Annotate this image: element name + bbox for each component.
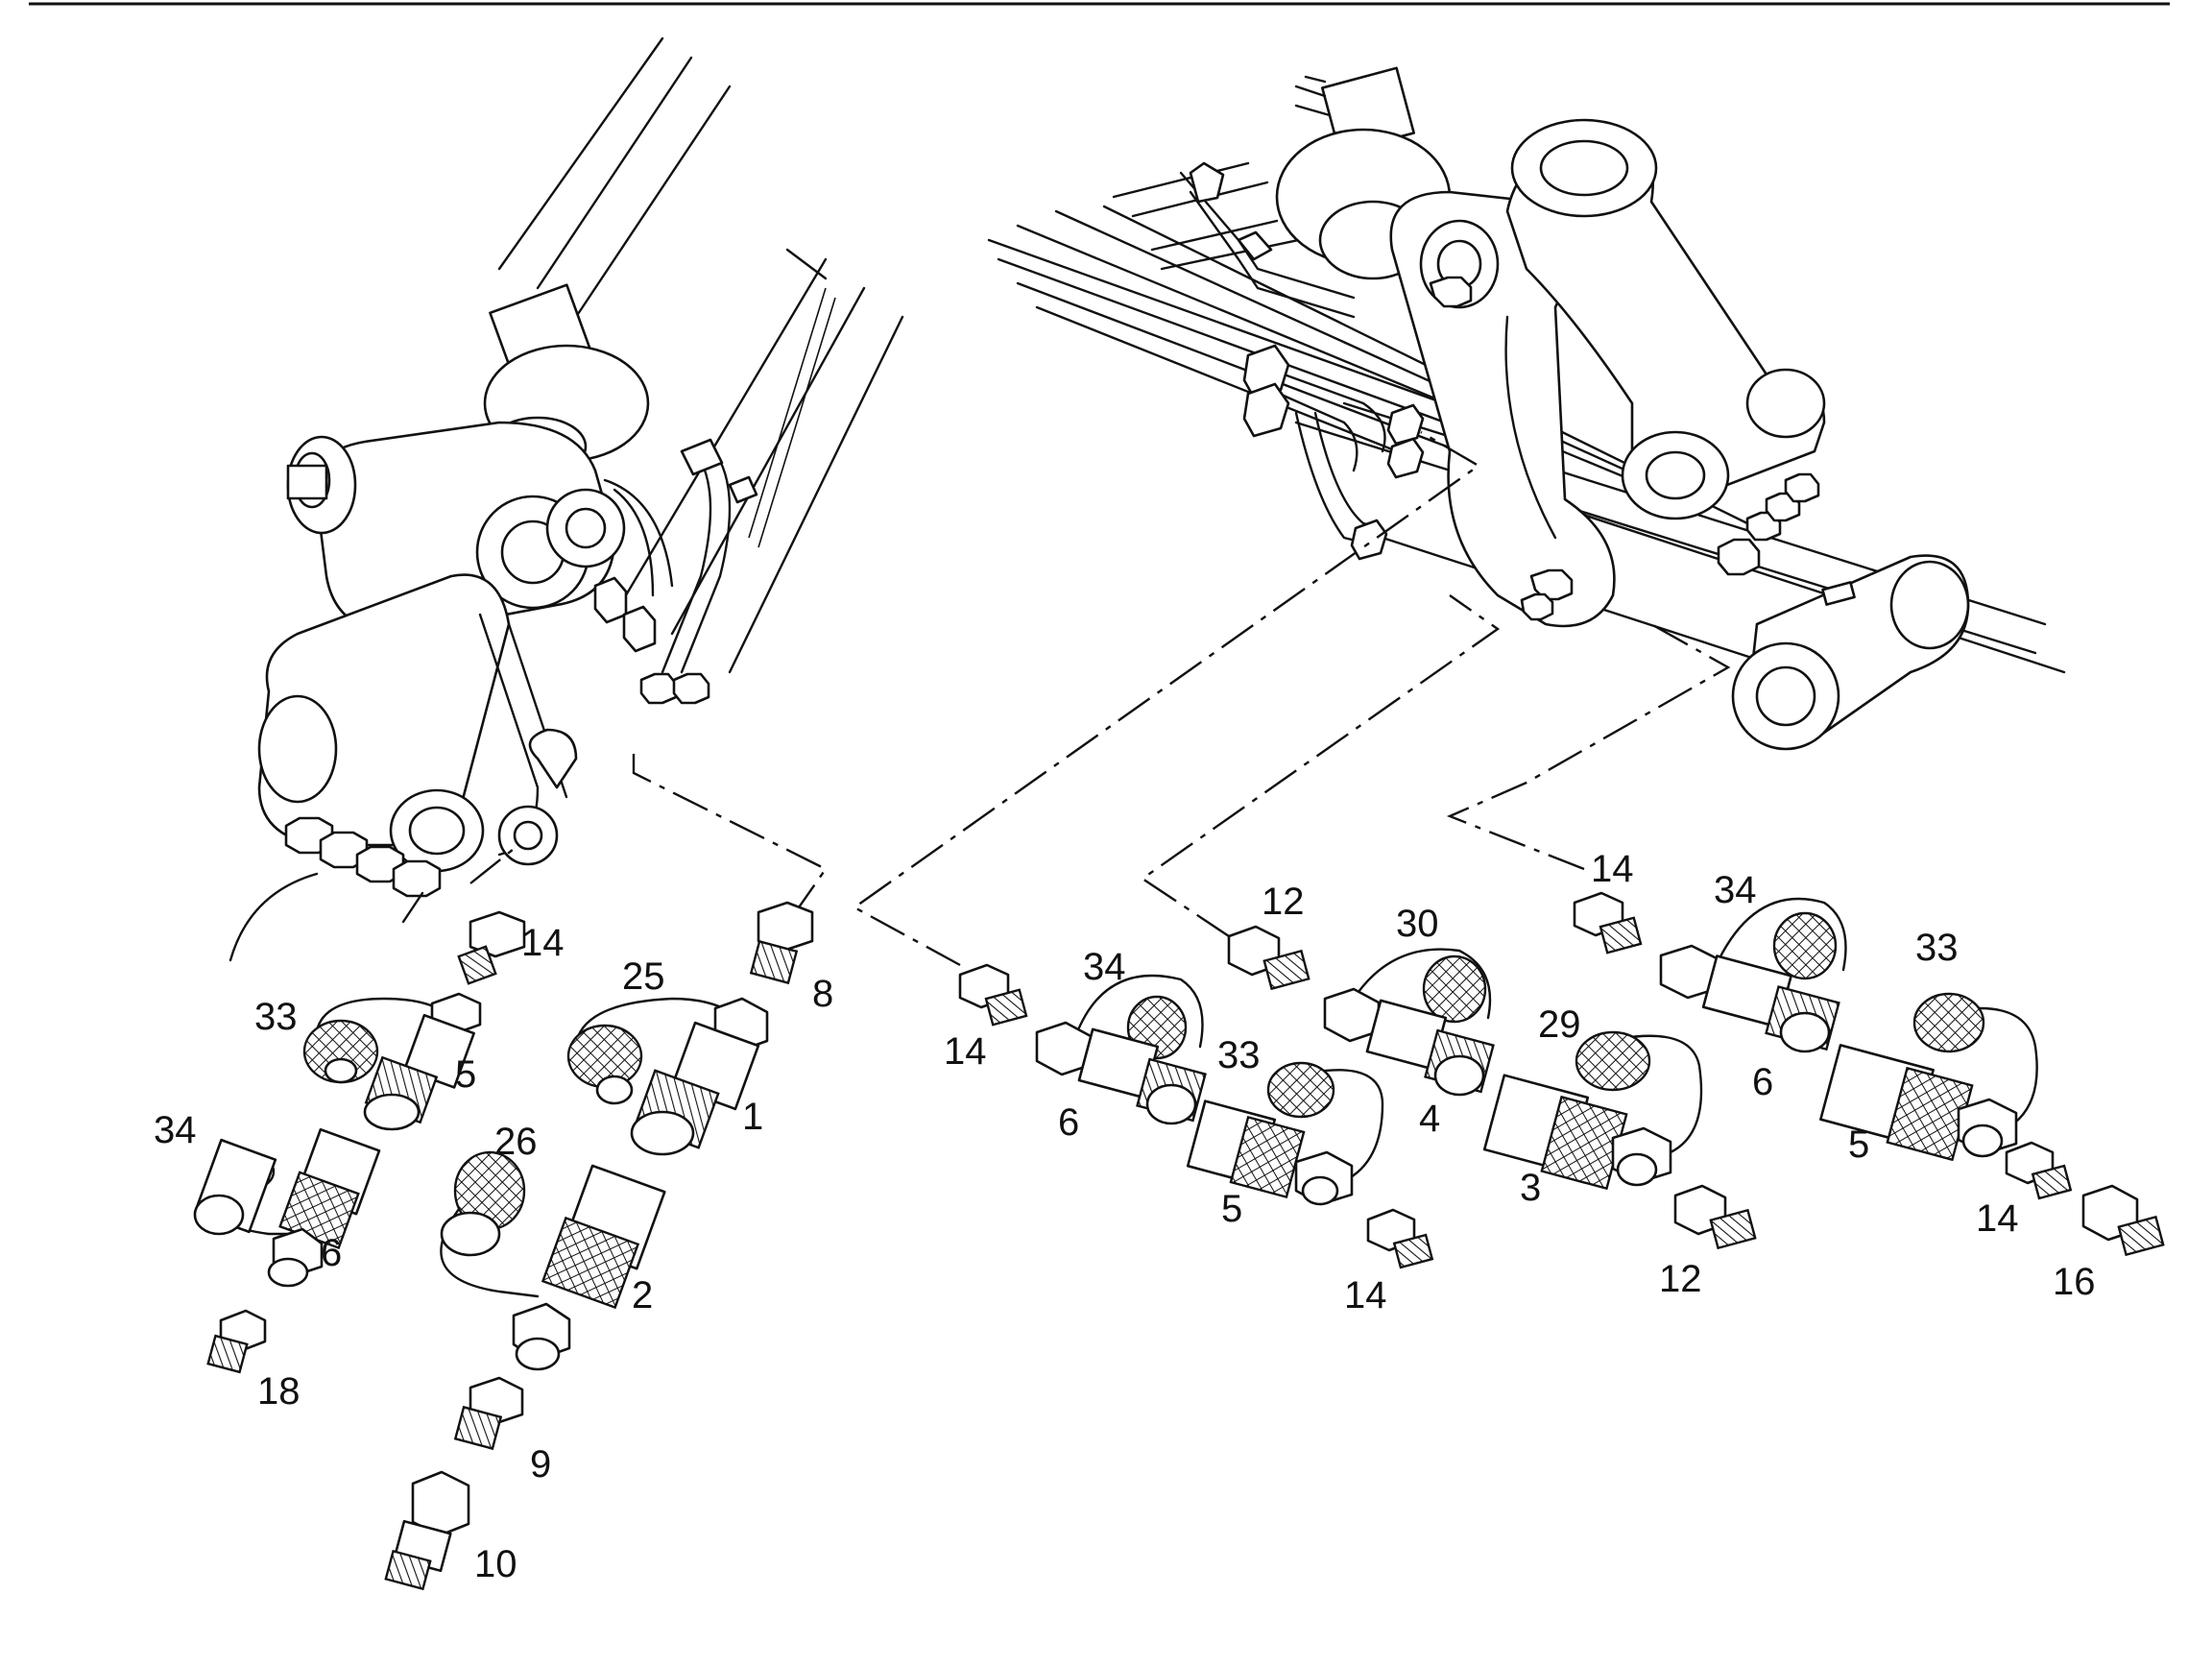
callout-5-right: 5 <box>1848 1123 1869 1166</box>
coupler-6-right <box>1659 897 1847 1053</box>
callout-8: 8 <box>812 973 833 1015</box>
fitting-12-low <box>1673 1184 1757 1250</box>
coupler-5-right <box>1819 1044 2018 1162</box>
callout-29: 29 <box>1538 1003 1581 1046</box>
cap-33-right <box>1912 992 2038 1135</box>
coupler-6-left <box>193 1127 381 1288</box>
callout-6-mid: 6 <box>1058 1101 1079 1144</box>
callout-labels: 14 33 5 34 6 18 25 1 8 26 2 9 10 14 34 6… <box>154 848 2096 1585</box>
coupler-6-mid <box>1035 974 1207 1125</box>
callout-12-low: 12 <box>1659 1258 1702 1300</box>
callout-4: 4 <box>1419 1098 1440 1140</box>
fitting-14-mid <box>958 963 1028 1027</box>
callout-26: 26 <box>494 1121 538 1163</box>
callout-34-right: 34 <box>1714 869 1757 911</box>
coupler-2 <box>440 1150 666 1371</box>
callout-6-left: 6 <box>321 1232 342 1274</box>
callout-12-mid: 12 <box>1262 881 1305 923</box>
callout-5-left: 5 <box>455 1053 476 1096</box>
cap-33-left <box>302 997 453 1084</box>
callout-9: 9 <box>530 1443 551 1486</box>
right-axle-assembly <box>987 66 2066 751</box>
callout-14-left: 14 <box>521 922 565 964</box>
left-axle-assembly <box>228 36 904 962</box>
callout-33-left: 33 <box>254 996 298 1038</box>
callout-18: 18 <box>257 1370 301 1413</box>
callout-33-right: 33 <box>1915 927 1959 969</box>
callout-33-mid: 33 <box>1217 1034 1261 1076</box>
callout-25: 25 <box>622 955 665 998</box>
callout-3: 3 <box>1520 1167 1541 1209</box>
fitting-10 <box>384 1470 470 1591</box>
callout-16: 16 <box>2053 1261 2096 1303</box>
fitting-12-mid <box>1227 925 1310 991</box>
fitting-14-right <box>1573 891 1643 954</box>
fitting-14-low <box>1366 1208 1434 1269</box>
cap-29 <box>1575 1030 1703 1154</box>
coupler-5-mid <box>1186 1099 1354 1206</box>
callout-2: 2 <box>632 1274 653 1317</box>
callout-14-low: 14 <box>1344 1274 1387 1317</box>
fitting-16 <box>2081 1184 2165 1257</box>
fitting-8 <box>749 901 814 985</box>
callout-14-right: 14 <box>1591 848 1634 890</box>
callout-1: 1 <box>742 1096 763 1138</box>
coupler-3 <box>1482 1074 1672 1191</box>
fitting-parts <box>193 891 2165 1591</box>
callout-14-far: 14 <box>1976 1197 2019 1240</box>
fitting-1 <box>630 997 769 1156</box>
callout-10: 10 <box>474 1543 517 1585</box>
fitting-14-left <box>457 910 526 985</box>
callout-34-left: 34 <box>154 1109 197 1151</box>
fitting-5-left <box>363 992 482 1131</box>
callout-14-mid: 14 <box>944 1030 987 1073</box>
bolt-row <box>284 816 442 898</box>
coupler-4 <box>1323 948 1495 1097</box>
callout-34-mid: 34 <box>1083 946 1126 988</box>
callout-30: 30 <box>1396 903 1439 945</box>
leader-lines <box>469 430 1731 967</box>
callout-6-right: 6 <box>1752 1061 1773 1103</box>
fitting-18 <box>206 1309 267 1374</box>
fitting-14-far <box>2005 1141 2073 1200</box>
cap-33-mid <box>1266 1061 1384 1183</box>
fitting-9 <box>453 1376 524 1451</box>
callout-5-mid: 5 <box>1221 1188 1242 1230</box>
